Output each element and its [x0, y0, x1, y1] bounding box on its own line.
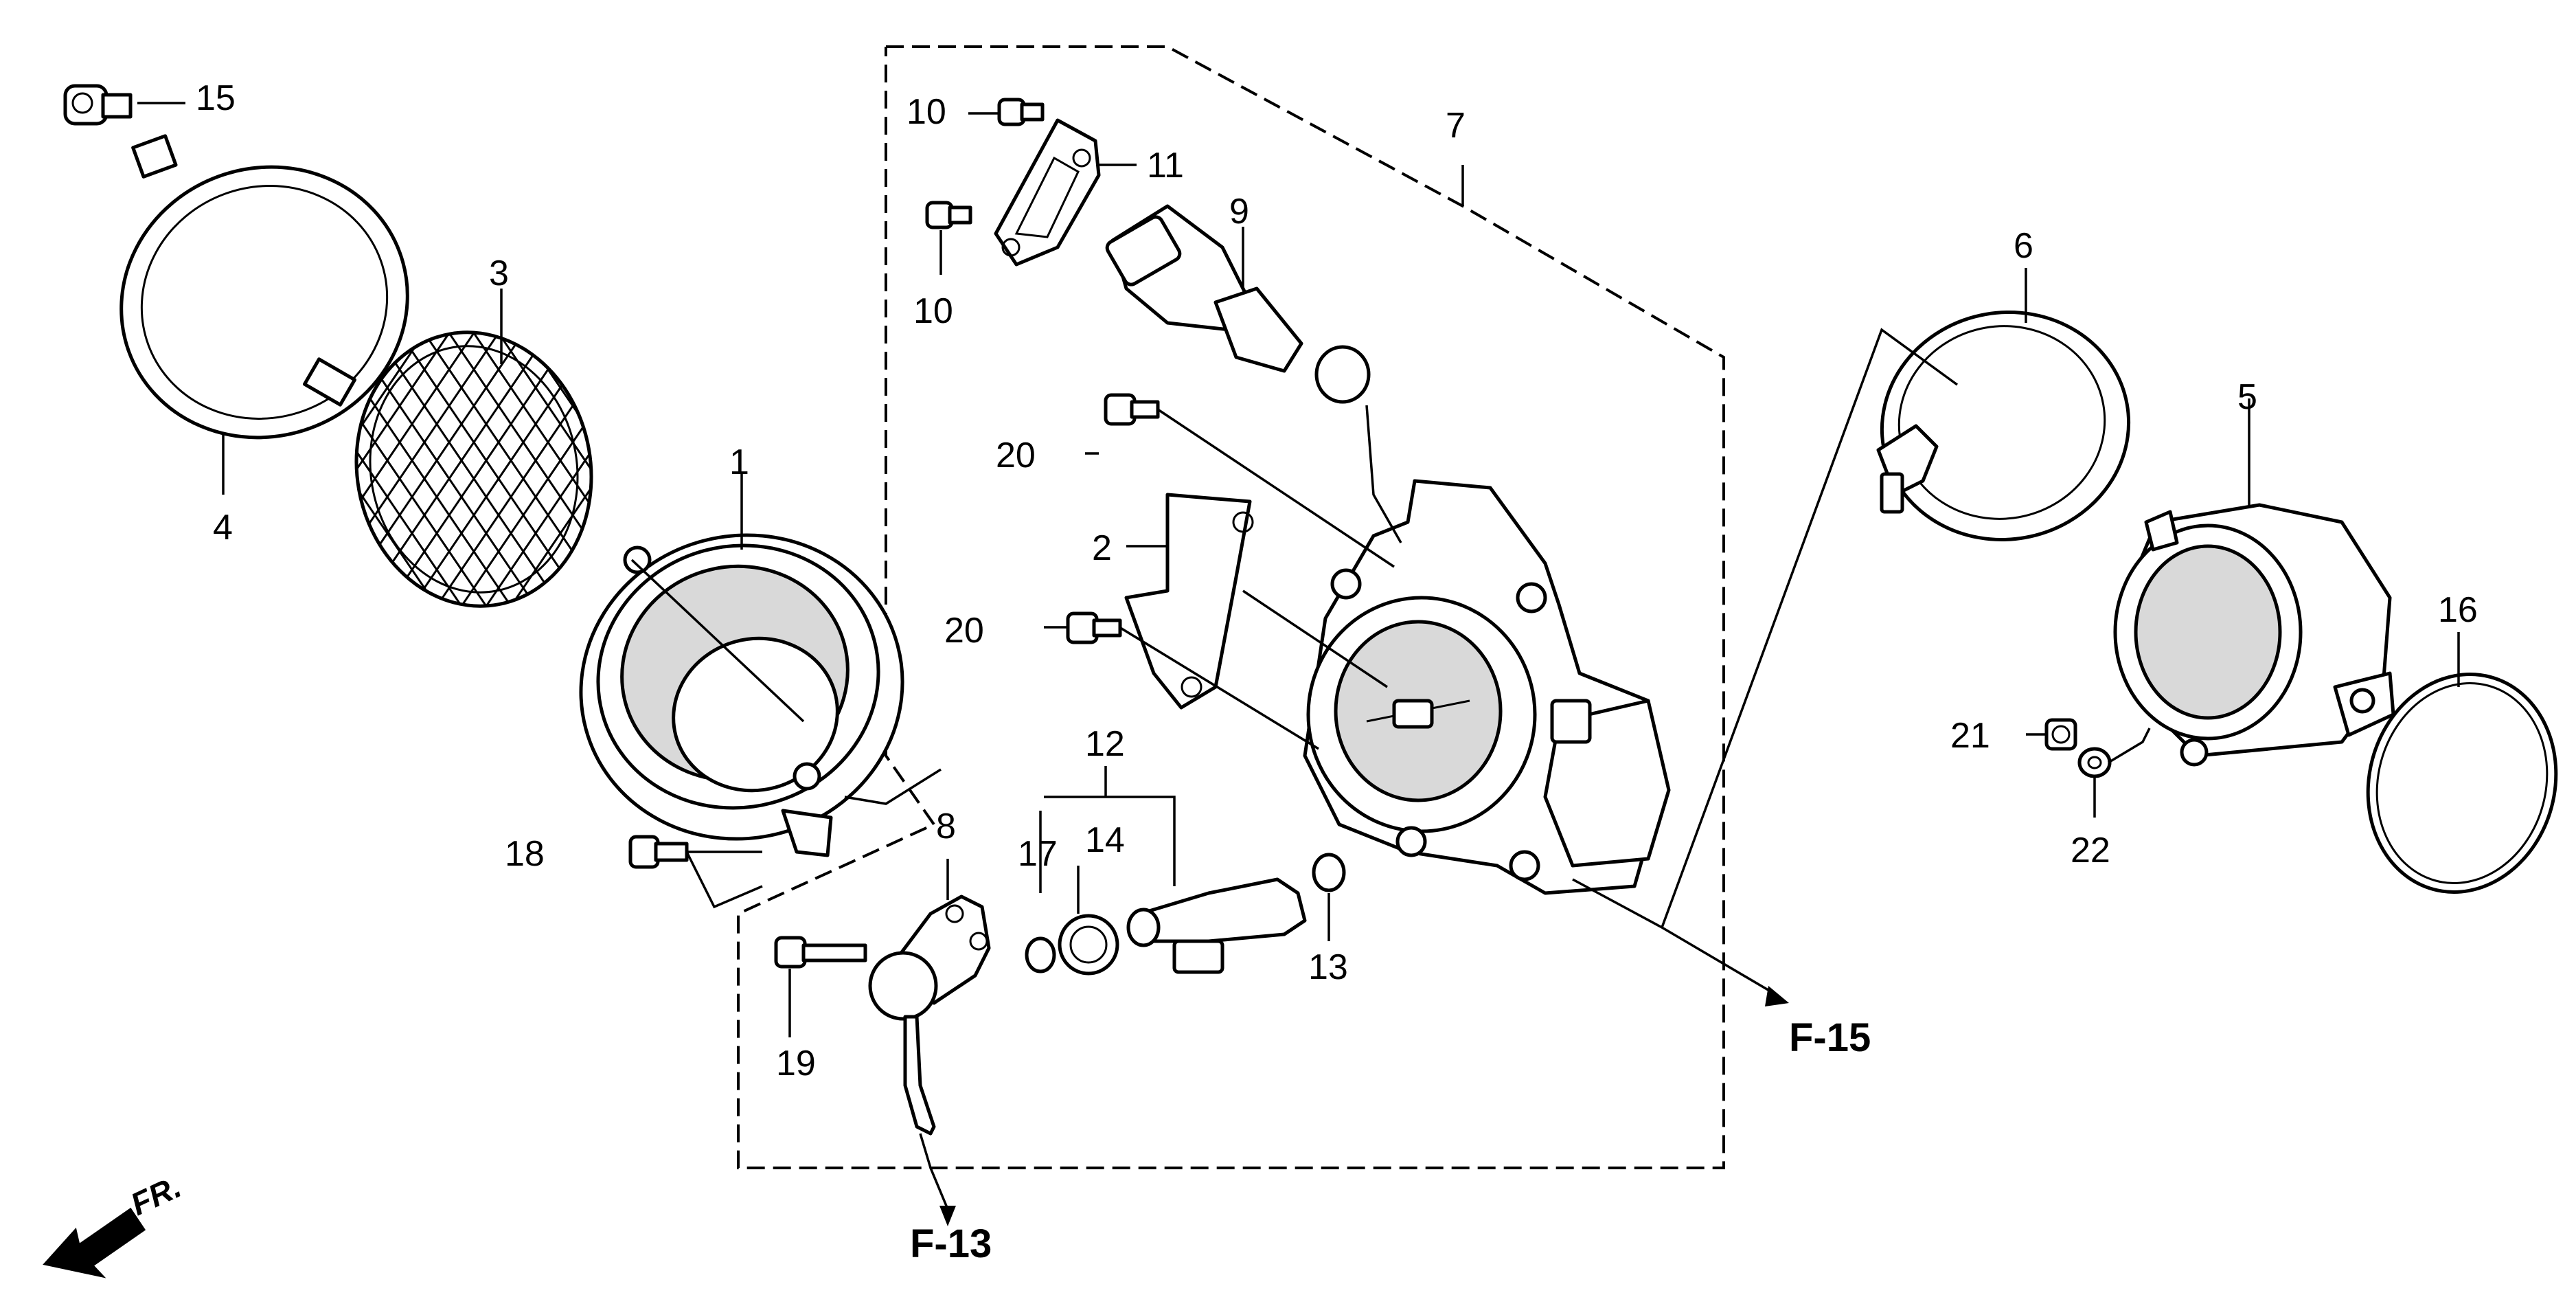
part-6-hose-clamp	[1876, 311, 2131, 541]
callout-6: 6	[2014, 226, 2033, 266]
part-12-injector	[1126, 877, 1307, 974]
callout-17: 17	[1018, 834, 1058, 874]
callout-7: 7	[1446, 106, 1466, 146]
part-10-screw-upper	[997, 98, 1045, 126]
callout-8: 8	[936, 807, 956, 846]
part-14-cushion	[1058, 914, 1119, 976]
mesh-line	[442, 313, 613, 625]
callout-20-lower: 20	[944, 611, 984, 651]
callout-10-upper: 10	[907, 92, 946, 132]
part-2-bracket	[1124, 493, 1254, 710]
part-8-sensor-bracket	[868, 894, 991, 1136]
callout-3: 3	[489, 254, 509, 293]
reference-f13: F-13	[910, 1221, 992, 1266]
callout-labels: 15 4 3 1 18 10 11 10 9 7 20 2 20 12 17 1…	[196, 78, 2478, 1083]
part-13-oring	[1312, 853, 1346, 892]
part-7-throttle-body	[1303, 479, 1671, 895]
callout-1: 1	[729, 442, 749, 482]
mesh-line	[334, 313, 456, 625]
part-18-screw	[628, 835, 689, 869]
callout-16: 16	[2438, 590, 2478, 630]
callout-4: 4	[213, 508, 233, 548]
callout-21: 21	[1950, 716, 1990, 756]
front-direction-indicator: FR.	[43, 1169, 186, 1279]
callout-20-upper: 20	[996, 436, 1036, 475]
callout-18: 18	[505, 834, 545, 874]
part-11-sensor-bracket	[994, 118, 1101, 267]
callout-13: 13	[1308, 947, 1348, 987]
callout-12: 12	[1085, 724, 1125, 764]
callout-9: 9	[1229, 192, 1249, 232]
part-21-nut	[2044, 718, 2077, 751]
callout-10-lower: 10	[913, 291, 953, 331]
callout-5: 5	[2237, 377, 2257, 417]
part-16-large-oring	[2366, 673, 2558, 894]
part-5-intake-joint	[2113, 503, 2395, 767]
part-1-funnel-housing	[579, 533, 904, 857]
part-17-oring	[1025, 936, 1056, 973]
callout-22: 22	[2071, 831, 2110, 870]
reference-f15: F-15	[1789, 1015, 1871, 1060]
callout-19: 19	[776, 1044, 816, 1083]
mesh-line	[418, 313, 613, 625]
front-arrow-icon	[43, 1207, 146, 1279]
mesh-line	[334, 313, 505, 625]
part-20-bolt-upper	[1104, 393, 1160, 426]
callout-14: 14	[1085, 820, 1125, 860]
leader-lines	[137, 102, 2460, 1226]
part-9-sensor	[1105, 204, 1371, 404]
part-20-bolt-lower	[1066, 611, 1122, 644]
part-19-bolt	[774, 936, 867, 969]
part-15-bolt	[63, 84, 133, 126]
part-4-clamp-band	[119, 134, 409, 440]
callout-11: 11	[1147, 146, 1184, 185]
callout-15: 15	[196, 78, 236, 118]
callout-2: 2	[1092, 528, 1112, 568]
part-10-screw-lower	[925, 201, 972, 229]
part-22-washer	[2077, 747, 2112, 778]
